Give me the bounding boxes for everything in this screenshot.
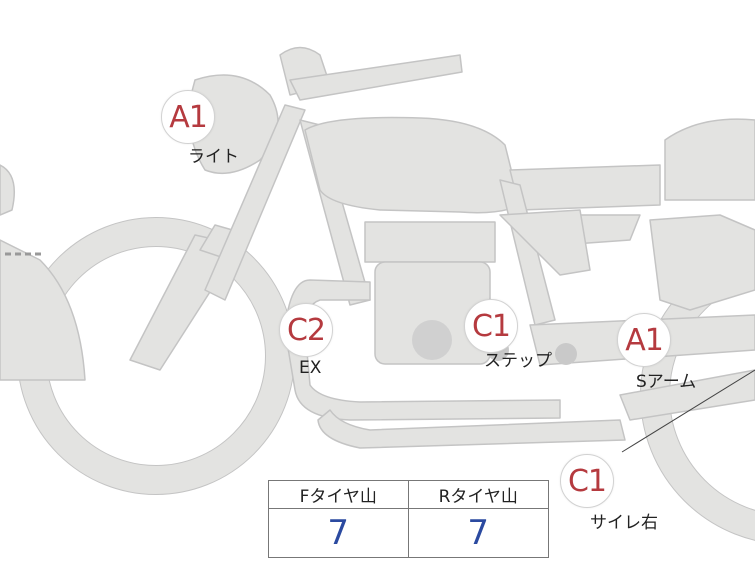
marker-badge-step: C1: [464, 299, 518, 353]
marker-label-silencer-right: サイレ右: [590, 513, 658, 533]
marker-label-swing-arm: Sアーム: [636, 372, 697, 392]
front-tire-header: Fタイヤ山: [269, 481, 409, 509]
marker-badge-swing-arm: A1: [617, 313, 671, 367]
marker-label-step: ステップ: [484, 351, 552, 371]
front-fender: [0, 239, 86, 381]
marker-badge-silencer-right: C1: [560, 454, 614, 508]
marker-label-ex: EX: [299, 358, 322, 378]
front-tire-value: 7: [269, 509, 409, 557]
tire-tread-table: Fタイヤ山 Rタイヤ山 7 7: [268, 480, 549, 558]
marker-badge-ex: C2: [279, 303, 333, 357]
marker-label-light: ライト: [188, 147, 239, 167]
rear-tire-value: 7: [467, 513, 490, 553]
marker-badge-light: A1: [161, 90, 215, 144]
engine: [364, 221, 496, 263]
rear-tire-header: Rタイヤ山: [408, 481, 548, 509]
seat: [509, 164, 661, 211]
fuel-tank: [304, 116, 521, 214]
frame-downtube: [204, 104, 306, 301]
